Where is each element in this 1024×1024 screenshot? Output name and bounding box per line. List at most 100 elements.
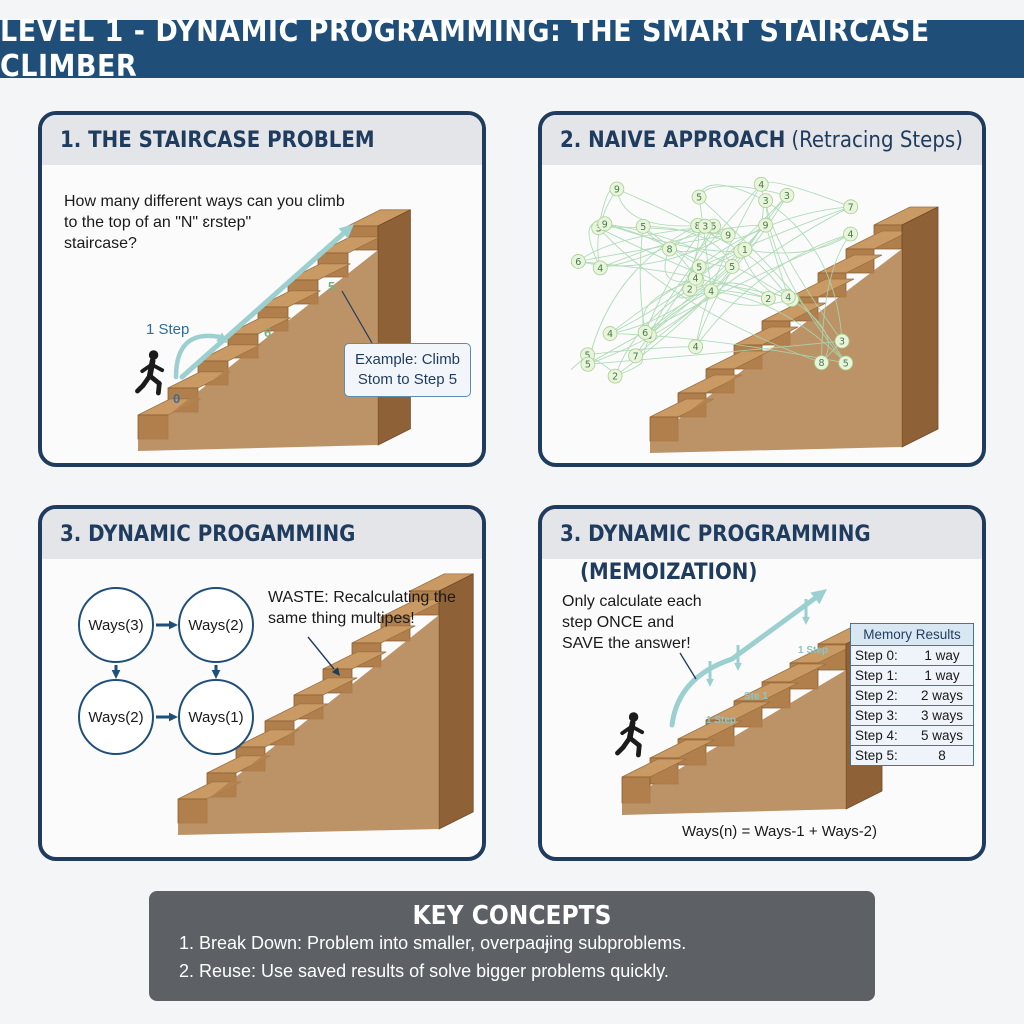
memo-ways: 2 ways [920,688,964,703]
recursion-node-label: 8 [666,245,672,256]
recursion-node-label: 8 [818,358,824,369]
key-concepts-box: KEY CONCEPTS 1. Break Down: Problem into… [149,891,875,1001]
recursion-node-label: 5 [585,350,591,361]
recursion-node [691,259,707,275]
panel-1-heading: 1. THE STAIRCASE PROBLEM [42,115,482,165]
stair-side [377,209,411,446]
recursion-node [758,193,773,208]
example-callout-line: Stom to Step 5 [357,371,458,388]
recursion-node-label: 3 [702,222,708,233]
panel-2-heading-main: 2. NAIVE APPROACH [560,127,786,153]
memo-ways: 5 ways [920,728,964,743]
recursion-node-label: 2 [612,372,618,383]
recursion-node-label: 7 [848,202,854,213]
recursion-node-label: 5 [843,358,849,369]
recursion-node-label: 2 [765,294,771,305]
panel-3-illustration [111,573,474,835]
key-concept-item: 1. Break Down: Problem into smaller, ove… [179,933,687,953]
memo-ways: 1 way [924,648,960,663]
recursion-node-label: 5 [711,222,717,233]
recursion-node [602,326,618,341]
recursion-node: Ways(2) [78,679,154,755]
waste-pointer-head [331,667,340,676]
stair-underside [178,615,439,835]
problem-question-line: staircase? [64,235,137,252]
memo-step: Step 1: [855,668,898,683]
recursion-node-label: 7 [633,351,639,362]
memo-step: Step 2: [855,688,898,703]
recursion-tangle [570,181,851,377]
waste-pointer [307,636,335,670]
stair-note: 1 Step [798,645,828,656]
recursion-node-label: 6 [642,328,648,339]
recursion-node-label: 9 [602,219,608,230]
memo-step: Step 3: [855,708,898,723]
person-climber-icon [615,712,645,758]
key-concepts-title: KEY CONCEPTS [412,901,612,931]
person-climber-icon [135,350,165,396]
memory-results-row: Step 1:1 way [851,666,973,686]
memo-step: Step 0: [855,648,898,663]
recursion-node [597,216,613,232]
recursion-node-label: 4 [848,229,854,240]
recursion-node-label: 5 [696,193,702,204]
recursion-node-label: 4 [708,287,714,298]
waste-note-line: WASTE: Recalculating the [268,589,456,606]
recursion-node-label: 3 [839,337,845,348]
recursion-node [737,241,753,257]
stair-side [901,206,939,448]
recursion-node [637,324,653,340]
memoization-subheading: (MEMOIZATION) [580,560,758,585]
stair-underside [622,670,846,815]
memo-arrow-head [706,678,714,687]
memo-step: Step 4: [855,728,898,743]
recursion-node-label: 9 [614,185,620,196]
memo-step: Step 5: [855,748,898,763]
recursion-node [580,356,596,372]
node-arrow-head [168,620,178,630]
climb-arrow [669,596,817,728]
memoization-note-line: Only calculate each [562,593,702,610]
problem-question-line: to the top of an "N" ɛrstep" [64,214,252,231]
recursion-node [703,283,719,299]
recursion-node [780,289,796,305]
recursion-node [758,217,773,233]
memo-ways: 3 ways [920,708,964,723]
stair-digit: 5 [328,279,335,294]
recursion-node-label: 3 [596,223,602,234]
recursion-node [838,355,854,371]
recursion-node-label: 6 [575,257,581,268]
recursion-node [662,241,677,257]
recursion-node-label: 4 [597,263,603,274]
recursion-node-label: 3 [763,196,769,207]
climb-arrow-head [338,224,354,239]
recursion-node-label: 5 [640,222,646,233]
step-arrow-head [216,332,228,343]
recursion-node-label: 4 [693,342,699,353]
memory-results-table: Memory Results Step 0:1 way Step 1:1 way… [850,623,974,766]
node-arrow-head [111,669,121,679]
recursion-node [691,189,707,205]
memoization-note-line: SAVE the answer! [562,635,691,652]
memo-arrow-head [734,662,742,671]
memoization-note: Only calculate each step ONCE and SAVE t… [562,591,702,654]
recursion-node [753,176,769,192]
panel-dynamic-programming: 3. DYNAMIC PROGAMMING Ways(3) Ways(2) Wa… [38,505,486,861]
recursion-node: Ways(1) [178,679,254,755]
memory-results-row: Step 0: 1 way [851,646,973,666]
memory-results-row: Step 2: 2 ways [851,686,973,706]
recursion-node-label: 4 [758,180,764,191]
recursion-node [760,290,776,306]
panel-2-heading: 2. NAIVE APPROACH (Retracing Steps) [542,115,982,165]
recursion-node-label: 8 [695,221,701,232]
memoization-note-line: step ONCE and [562,614,675,631]
recursion-node: Ways(3) [78,587,154,663]
memory-results-row: Step 4: 5 ways [851,726,973,746]
recursion-node [688,339,704,355]
recursion-node-label: 9 [725,231,731,242]
recursion-node-label: 5 [729,262,735,273]
recursion-node [697,218,713,234]
memory-results-row: Step 3: 3 ways [851,706,973,726]
